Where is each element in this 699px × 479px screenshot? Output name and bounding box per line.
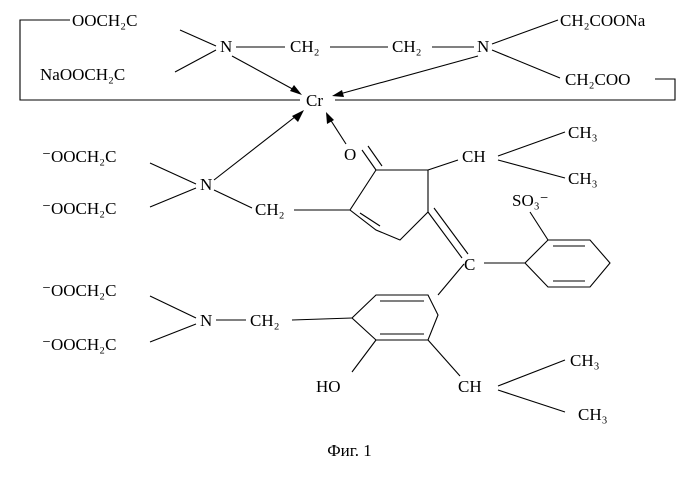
label-ch3-2: CH₃ bbox=[568, 169, 598, 188]
bond-ch-ch3-1 bbox=[498, 132, 565, 156]
label-ch-top: CH bbox=[462, 147, 486, 166]
bond-ch-ch3-2 bbox=[498, 160, 565, 178]
bond-chb-ch3-3 bbox=[498, 360, 565, 386]
ring-upper bbox=[350, 170, 428, 240]
label-ooch2c-3: ⁻OOCH₂C bbox=[42, 281, 116, 300]
label-ch2coo: CH₂COO bbox=[565, 70, 630, 89]
label-ooch2c-1: ⁻OOCH₂C bbox=[42, 147, 116, 166]
coord-bond-n-left-cr bbox=[232, 56, 298, 92]
label-ooch2c-top: OOCH₂C bbox=[72, 11, 137, 30]
label-ch2-low: CH₂ bbox=[250, 311, 280, 330]
label-n-left: N bbox=[220, 37, 232, 56]
arrowhead-o-cr bbox=[326, 112, 334, 124]
bond-nmid-lower bbox=[150, 188, 196, 207]
bond-nlow-lower bbox=[150, 324, 196, 342]
label-so3: SO₃⁻ bbox=[512, 191, 549, 210]
coord-bond-n-right-cr bbox=[336, 56, 478, 95]
label-o-carbonyl: O bbox=[344, 145, 356, 164]
label-ooch2c-2: ⁻OOCH₂C bbox=[42, 199, 116, 218]
label-naooch2c: NaOOCH₂C bbox=[40, 65, 125, 84]
figure-caption: Фиг. 1 bbox=[0, 441, 699, 461]
label-ch2-mid: CH₂ bbox=[255, 200, 285, 219]
bond-n-left-naooc bbox=[175, 50, 216, 72]
bracket-left bbox=[20, 20, 300, 100]
bond-ring-upper-c-2 bbox=[434, 208, 468, 254]
label-n-mid: N bbox=[200, 175, 212, 194]
arrowhead-n-left-cr bbox=[290, 85, 302, 95]
bond-nmid-ch2 bbox=[214, 190, 252, 208]
ring-benzene bbox=[525, 240, 610, 287]
bond-ch2low-ring bbox=[292, 318, 352, 320]
label-ch3-3: CH₃ bbox=[570, 351, 600, 370]
bond-c-ring-lower bbox=[438, 264, 464, 295]
bond-nmid-upper bbox=[150, 163, 196, 184]
label-n-right: N bbox=[477, 37, 489, 56]
label-ch2-b: CH₂ bbox=[392, 37, 422, 56]
label-ch-bottom: CH bbox=[458, 377, 482, 396]
bond-ring-ch-top bbox=[428, 160, 458, 170]
coord-bond-nmid-cr bbox=[214, 113, 300, 180]
label-ch2-a: CH₂ bbox=[290, 37, 320, 56]
label-ch2cooNa: CH₂COONa bbox=[560, 11, 646, 30]
bond-ring-lower-ch bbox=[428, 340, 460, 376]
bond-ring-lower-oh bbox=[352, 340, 376, 372]
bond-ring-upper-c bbox=[428, 212, 462, 258]
bond-n-right-ch2cooNa bbox=[492, 20, 558, 44]
arrowhead-n-right-cr bbox=[332, 90, 344, 97]
label-ooch2c-4: ⁻OOCH₂C bbox=[42, 335, 116, 354]
bond-benzene-so3 bbox=[530, 212, 548, 240]
bond-carbonyl bbox=[362, 150, 376, 170]
arrowhead-nmid-cr bbox=[292, 110, 304, 122]
label-ch3-1: CH₃ bbox=[568, 123, 598, 142]
label-ho: HO bbox=[316, 377, 341, 396]
label-ch3-4: CH₃ bbox=[578, 405, 608, 424]
label-n-low: N bbox=[200, 311, 212, 330]
bond-chb-ch3-4 bbox=[498, 390, 565, 412]
bond-n-left-ooc bbox=[180, 30, 216, 46]
label-c-center: C bbox=[464, 255, 475, 274]
ring-lower bbox=[352, 295, 438, 340]
label-chromium: Cr bbox=[306, 91, 323, 110]
bond-n-right-ch2coo bbox=[492, 50, 560, 78]
bond-nlow-upper bbox=[150, 296, 196, 318]
bond-carbonyl-2 bbox=[368, 146, 382, 166]
